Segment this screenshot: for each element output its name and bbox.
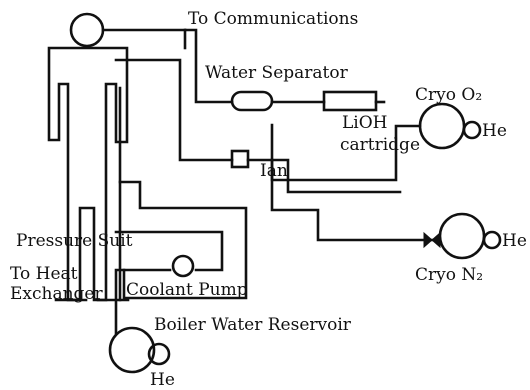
suit-helmet [69, 12, 105, 48]
water-separator [230, 90, 274, 112]
label-communications: To Communications [188, 9, 358, 29]
label-water-separator: Water Separator [205, 63, 349, 83]
he-n2-bottle [482, 230, 502, 250]
reservoir-line [114, 268, 126, 336]
cross-line [270, 158, 402, 194]
label-he-n2: He [502, 231, 527, 251]
label-coolant-pump: Coolant Pump [126, 280, 248, 300]
coolant-pump [171, 254, 195, 278]
lioh-cartridge [322, 90, 378, 112]
cryo-o2-tank [418, 102, 466, 150]
label-cryo-n2: Cryo N₂ [415, 265, 483, 285]
label-cryo-o2: Cryo O₂ [415, 85, 482, 105]
fan-box [230, 149, 250, 169]
label-cartridge: cartridge [340, 135, 420, 155]
coolant-inner-line [114, 230, 224, 272]
label-boiler-reservoir: Boiler Water Reservoir [154, 315, 352, 335]
label-lioh: LiOH [342, 113, 388, 133]
suit-return-line [114, 58, 234, 162]
label-he-o2: He [482, 121, 507, 141]
coolant-outer-line [118, 180, 248, 300]
suit-outline [47, 46, 129, 302]
boiler-water-reservoir [108, 326, 156, 374]
pressure-suit-figure [47, 12, 130, 302]
he-o2-bottle [462, 120, 482, 140]
cryo-n2-tank [438, 212, 486, 260]
label-heat-exchanger-1: To Heat [10, 264, 78, 284]
label-fan: Ian [260, 161, 288, 181]
n2-supply-line [270, 158, 434, 242]
n2-valve [423, 231, 441, 249]
label-heat-exchanger-2: Exchanger [10, 284, 103, 304]
label-he-boiler: He [150, 370, 175, 390]
he-boiler-bottle [147, 342, 171, 366]
upper-loop-line [184, 28, 234, 104]
label-pressure-suit: Pressure Suit [16, 231, 133, 251]
